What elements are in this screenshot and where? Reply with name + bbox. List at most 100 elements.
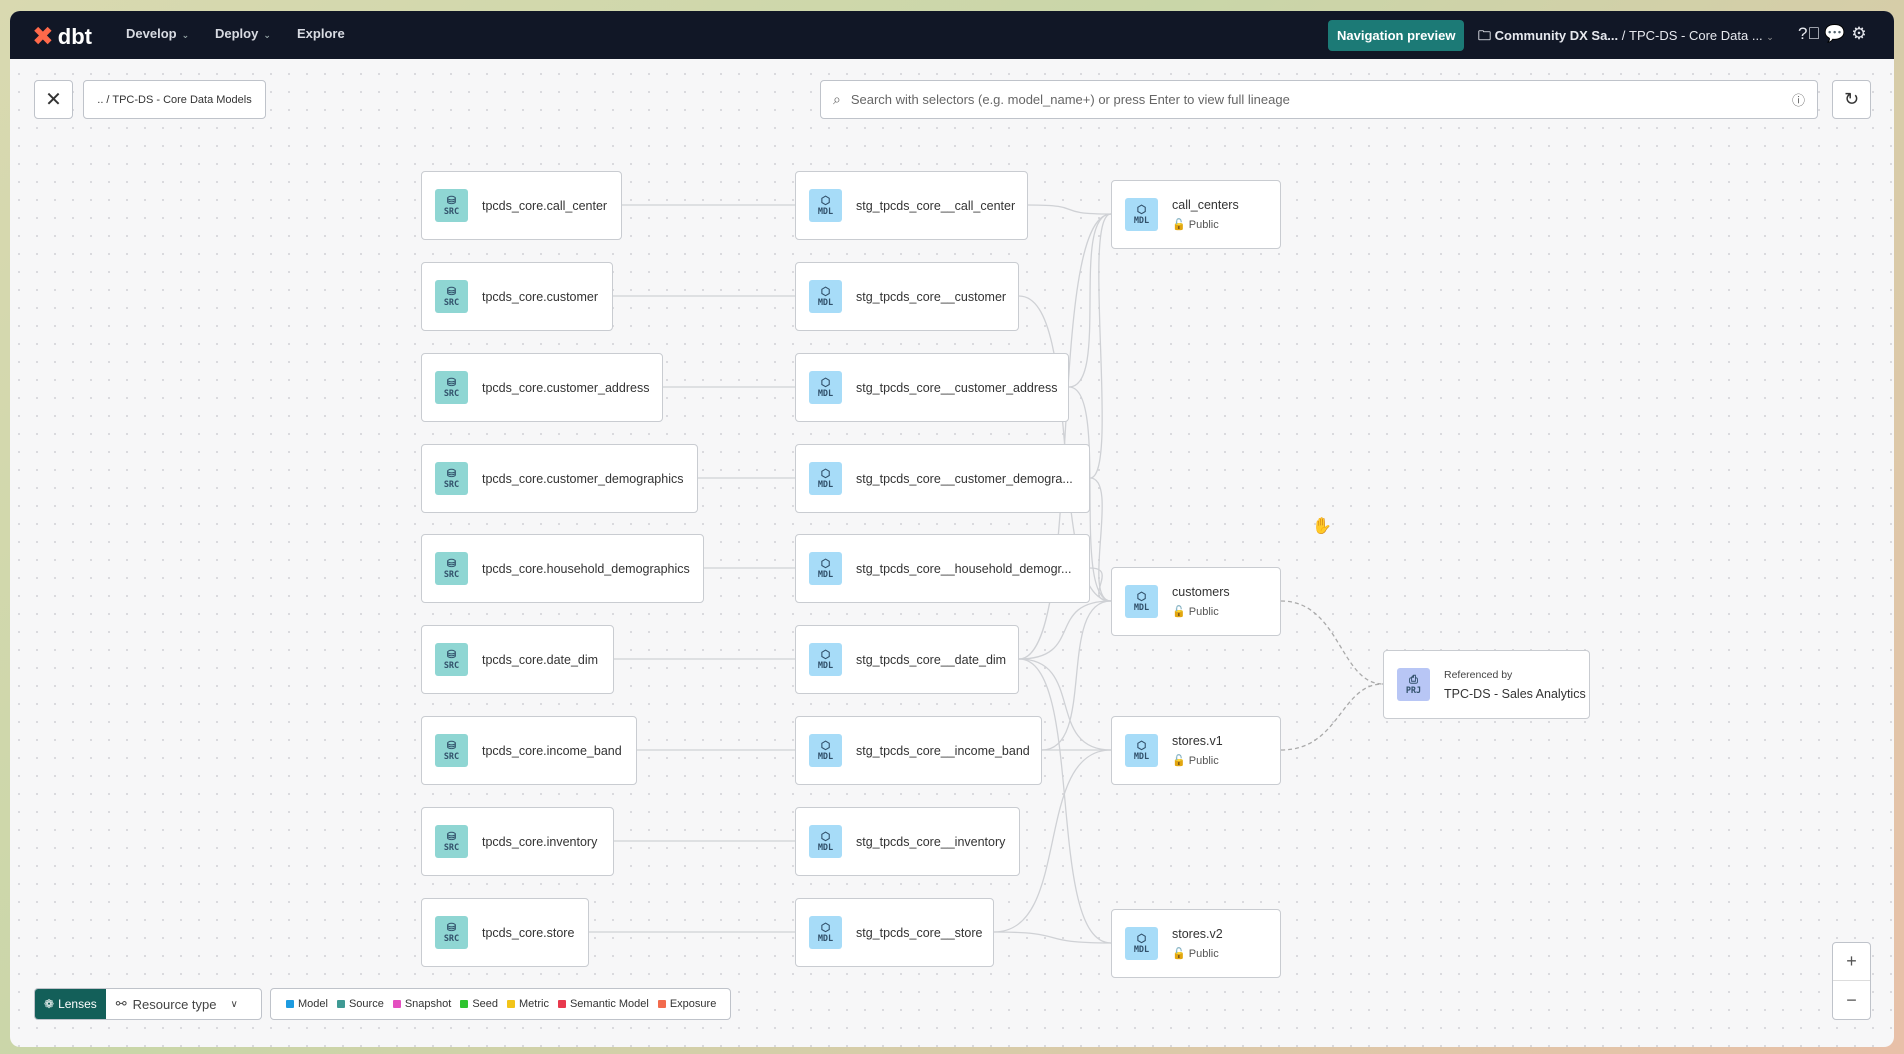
zoom-out-button[interactable]: −: [1846, 990, 1857, 1010]
legend-item-metric[interactable]: Metric: [507, 998, 549, 1010]
lenses-button[interactable]: ❁Lenses: [35, 989, 106, 1019]
src-badge: ⛁SRC: [435, 371, 468, 404]
source-node[interactable]: ⛁SRC tpcds_core.customer_demographics: [421, 444, 698, 513]
nav-deploy[interactable]: Deploy⌄: [215, 26, 271, 41]
badge-label: MDL: [817, 297, 834, 308]
node-title: stg_tpcds_core__store: [856, 925, 983, 940]
help-icon[interactable]: ?⃝: [1798, 24, 1821, 43]
node-title: tpcds_core.customer: [482, 289, 599, 304]
legend-item-semantic-model[interactable]: Semantic Model: [557, 998, 649, 1010]
legend-item-model[interactable]: Model: [286, 998, 328, 1010]
lineage-edge: [1068, 213, 1112, 388]
node-subtitle: 🔓 Public: [1172, 948, 1219, 960]
node-text: tpcds_core.date_dim: [482, 653, 598, 667]
staging-model-node[interactable]: ⬡MDL stg_tpcds_core__store: [795, 898, 994, 967]
lineage-edge: [1018, 658, 1112, 944]
breadcrumb[interactable]: .. / TPC-DS - Core Data Models: [83, 80, 266, 119]
node-text: tpcds_core.customer_address: [482, 381, 649, 395]
badge-label: MDL: [1133, 944, 1150, 955]
src-badge: ⛁SRC: [435, 189, 468, 222]
legend-item-source[interactable]: Source: [336, 998, 384, 1010]
node-text: stg_tpcds_core__store: [856, 926, 982, 940]
lenses-icon: ❁: [44, 997, 55, 1011]
info-icon[interactable]: ⓘ: [1791, 93, 1805, 108]
logo-text: dbt: [57, 23, 92, 49]
resource-type-dropdown[interactable]: ⚯Resource type∨: [106, 996, 248, 1012]
badge-label: SRC: [443, 388, 460, 399]
badge-label: SRC: [443, 206, 460, 217]
mdl-badge: ⬡MDL: [1125, 927, 1158, 960]
node-text: tpcds_core.household_demographics: [482, 562, 690, 576]
node-title: tpcds_core.inventory: [482, 834, 598, 849]
gear-icon[interactable]: ⚙: [1851, 24, 1867, 43]
chevron-down-icon: ⌄: [1766, 32, 1774, 42]
lineage-edge: [1018, 658, 1112, 751]
node-text: tpcds_core.customer_demographics: [482, 472, 684, 486]
badge-label: SRC: [443, 751, 460, 762]
database-icon: ⛁: [446, 466, 457, 480]
nav-explore[interactable]: Explore: [297, 26, 345, 41]
node-title: stg_tpcds_core__household_demogr...: [856, 561, 1072, 576]
app-window: ✖dbt Develop⌄ Deploy⌄ Explore Navigation…: [10, 11, 1894, 1047]
search-input[interactable]: [850, 92, 1792, 107]
legend-label: Model: [298, 998, 328, 1010]
node-title: call_centers: [1172, 198, 1239, 212]
node-title: tpcds_core.customer_address: [482, 380, 650, 395]
lineage-edge: [1089, 213, 1112, 479]
mdl-badge: ⬡MDL: [809, 280, 842, 313]
prj-badge: ⎙PRJ: [1397, 668, 1430, 701]
node-title: stores.v2: [1172, 927, 1223, 941]
folder-icon: 🗀: [1478, 28, 1495, 43]
database-icon: ⛁: [446, 375, 457, 389]
node-text: stg_tpcds_core__inventory: [856, 835, 1005, 849]
feedback-icon[interactable]: 💬: [1824, 24, 1846, 43]
badge-label: SRC: [443, 479, 460, 490]
legend-item-snapshot[interactable]: Snapshot: [392, 998, 451, 1010]
dbt-logo[interactable]: ✖dbt: [32, 21, 92, 52]
node-title: stg_tpcds_core__call_center: [856, 198, 1016, 213]
project-selector[interactable]: 🗀 Community DX Sa... / TPC-DS - Core Dat…: [1478, 27, 1774, 49]
nav-label: Develop: [126, 26, 177, 41]
node-title: stores.v1: [1172, 734, 1223, 748]
mdl-badge: ⬡MDL: [809, 916, 842, 949]
cube-icon: ⬡: [820, 738, 831, 752]
legend-swatch: [392, 1000, 401, 1008]
legend-item-exposure[interactable]: Exposure: [657, 998, 716, 1010]
node-subtitle: 🔓 Public: [1172, 606, 1219, 618]
legend-item-seed[interactable]: Seed: [460, 998, 498, 1010]
badge-label: PRJ: [1405, 685, 1422, 696]
close-button[interactable]: ✕: [34, 80, 73, 119]
refresh-button[interactable]: ↻: [1832, 80, 1871, 119]
navigation-preview-button[interactable]: Navigation preview: [1328, 20, 1465, 51]
nav-develop[interactable]: Develop⌄: [126, 26, 189, 41]
zoom-in-button[interactable]: +: [1833, 942, 1870, 981]
lineage-edges: [589, 204, 1384, 944]
account-name: Community DX Sa...: [1494, 28, 1619, 43]
source-node[interactable]: ⛁SRC tpcds_core.customer_address: [421, 353, 663, 422]
legend-label: Semantic Model: [569, 998, 649, 1010]
badge-label: SRC: [443, 842, 460, 853]
node-subtitle: Referenced by: [1444, 668, 1513, 681]
cube-icon: ⬡: [820, 556, 831, 570]
mart-model-node[interactable]: ⬡MDL stores.v2 🔓 Public: [1111, 909, 1281, 978]
database-icon: ⛁: [446, 738, 457, 752]
